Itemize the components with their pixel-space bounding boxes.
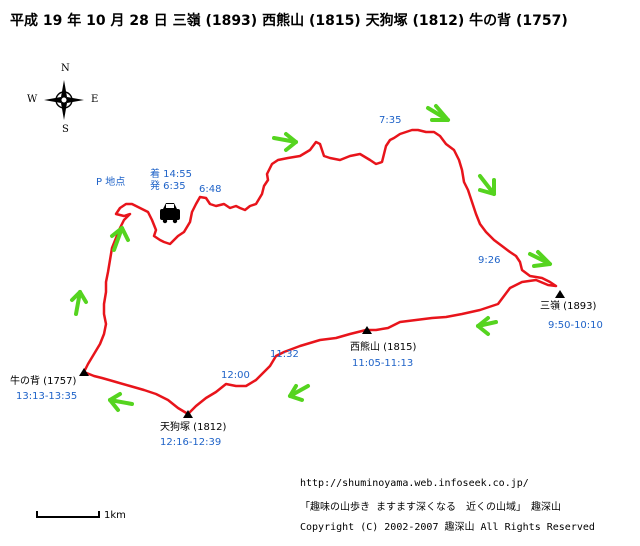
peak-name: 天狗塚 (1812) bbox=[160, 422, 227, 433]
peak-name: 牛の背 (1757) bbox=[10, 376, 77, 387]
parking-depart-time: 発 6:35 bbox=[150, 181, 186, 192]
summit-triangle-icon bbox=[555, 290, 565, 298]
time-label: 9:26 bbox=[478, 255, 501, 266]
time-label: 11:32 bbox=[270, 349, 299, 360]
direction-arrow-icon bbox=[528, 250, 552, 268]
parking-arrive-time: 着 14:55 bbox=[150, 169, 192, 180]
direction-arrow-icon bbox=[108, 392, 134, 412]
copyright-text: Copyright (C) 2002-2007 趣深山 All Rights R… bbox=[300, 522, 595, 533]
parking-label: P 地点 bbox=[96, 177, 126, 188]
direction-arrow-icon bbox=[426, 104, 450, 122]
peak-time: 13:13-13:35 bbox=[16, 391, 78, 402]
direction-arrows bbox=[70, 104, 552, 412]
peak-name: 西熊山 (1815) bbox=[350, 342, 417, 353]
scale-label: 1km bbox=[104, 510, 126, 521]
compass-north: N bbox=[61, 63, 70, 74]
direction-arrow-icon bbox=[70, 290, 88, 316]
page-title: 平成 19 年 10 月 28 日 三嶺 (1893) 西熊山 (1815) 天… bbox=[10, 13, 568, 29]
car-icon bbox=[160, 203, 180, 224]
summit-triangle-icon bbox=[79, 368, 89, 376]
time-label: 7:35 bbox=[379, 115, 402, 126]
peak-name: 三嶺 (1893) bbox=[540, 301, 597, 312]
direction-arrow-icon bbox=[288, 384, 310, 402]
compass-south: S bbox=[62, 124, 69, 135]
time-label: 12:00 bbox=[221, 370, 250, 381]
hiking-route bbox=[82, 128, 558, 416]
peak-time: 11:05-11:13 bbox=[352, 358, 414, 369]
direction-arrow-icon bbox=[476, 316, 498, 336]
time-label: 6:48 bbox=[199, 184, 222, 195]
direction-arrow-icon bbox=[478, 174, 496, 196]
compass-east: E bbox=[91, 94, 99, 105]
peak-time: 12:16-12:39 bbox=[160, 437, 222, 448]
compass-rose-icon bbox=[44, 80, 84, 120]
peak-time: 9:50-10:10 bbox=[548, 320, 603, 331]
direction-arrow-icon bbox=[110, 226, 130, 252]
site-url[interactable]: http://shuminoyama.web.infoseek.co.jp/ bbox=[300, 478, 529, 489]
summit-triangle-icon bbox=[183, 410, 193, 418]
direction-arrow-icon bbox=[272, 132, 298, 152]
summit-triangle-icon bbox=[362, 326, 372, 334]
compass-west: W bbox=[27, 94, 38, 105]
scale-bar bbox=[36, 511, 100, 518]
site-slogan: 「趣味の山歩き ますます深くなる 近くの山域」 趣深山 bbox=[300, 502, 562, 513]
